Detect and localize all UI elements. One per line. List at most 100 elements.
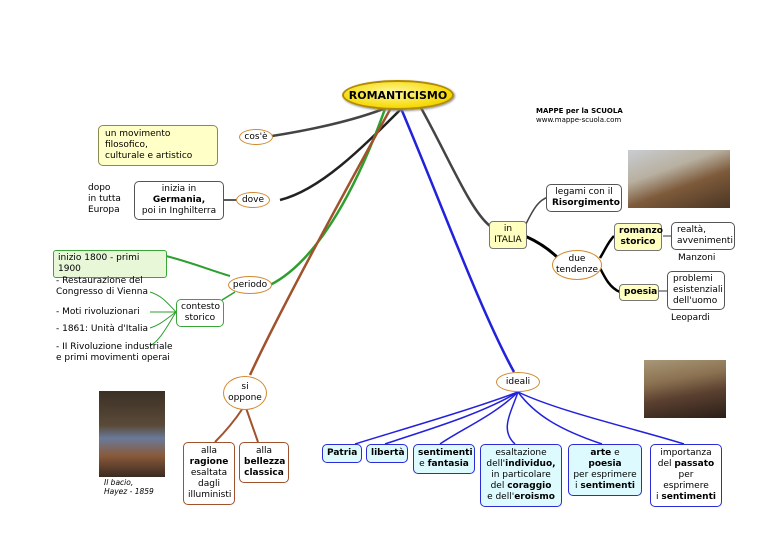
- contesto-box: contesto storico: [176, 299, 224, 327]
- arte-i: i: [575, 481, 578, 491]
- cose-line-2: culturale e artistico: [105, 151, 193, 161]
- passato-line-2: del passato: [655, 459, 717, 470]
- tendenze-line-2: tendenze: [556, 265, 598, 275]
- contesto-line-1: contesto: [181, 302, 220, 312]
- sentimenti-line-1: sentimenti: [418, 448, 473, 458]
- liberty-painting: [644, 360, 726, 418]
- passato-word: passato: [674, 459, 715, 469]
- individuo-line-2: dell'individuo,: [485, 459, 557, 470]
- arte-poesia-box: arte e poesia per esprimere i sentimenti: [568, 444, 642, 496]
- individuo-eroismo: eroismo: [514, 492, 555, 502]
- event-line-6: e primi movimenti operai: [56, 353, 170, 363]
- ragione-line-2: ragione: [189, 457, 229, 467]
- cose-line-1: un movimento filosofico,: [105, 129, 171, 150]
- periodo-label: periodo: [232, 279, 268, 290]
- poesia-node: poesia: [619, 284, 659, 301]
- passato-line-1: importanza: [660, 448, 712, 458]
- romanzo-desc: realtà, avvenimenti: [671, 222, 735, 250]
- dove-box-1: inizia in: [161, 184, 197, 194]
- legami-box: legami con il Risorgimento: [546, 184, 622, 212]
- ragione-line-3: esaltata: [190, 468, 228, 478]
- liberta-box: libertà: [366, 444, 408, 463]
- romanzo-desc-1: realtà,: [677, 225, 706, 235]
- individuo-line-4: del coraggio: [485, 481, 557, 492]
- legami-line-1: legami con il: [555, 187, 613, 197]
- arte-line-1: arte e poesia: [573, 448, 637, 470]
- romanzo-desc-2: avvenimenti: [677, 236, 733, 246]
- passato-line-3: per esprimere: [663, 470, 709, 491]
- dove-side-2: in tutta: [88, 194, 121, 204]
- bellezza-box: alla bellezza classica: [239, 442, 289, 483]
- individuo-word: individuo,: [505, 459, 556, 469]
- event-restaurazione: - Restaurazione del Congresso di Vienna: [56, 276, 148, 298]
- event-line-1: - Restaurazione del: [56, 276, 143, 286]
- bacio-caption-2: Hayez - 1859: [104, 487, 154, 496]
- arte-line-3: i sentimenti: [573, 481, 637, 492]
- cose-box: un movimento filosofico, culturale e art…: [98, 125, 218, 166]
- cose-node: cos'è: [239, 129, 273, 145]
- poesia-desc: problemi esistenziali dell'uomo: [667, 271, 725, 310]
- passato-line-4: i sentimenti: [655, 492, 717, 503]
- italia-line-1: in: [503, 224, 513, 234]
- arte-line-2: per esprimere: [573, 470, 637, 480]
- passato-i: i: [656, 492, 659, 502]
- ideali-node: ideali: [496, 372, 540, 392]
- dove-side-text: dopo in tutta Europa: [88, 183, 121, 216]
- individuo-line-3: in particolare: [491, 470, 551, 480]
- arte-e: e: [614, 448, 620, 458]
- sentimenti-line-2: e fantasia: [418, 459, 470, 470]
- passato-sentimenti: sentimenti: [661, 492, 716, 502]
- passato-box: importanza del passato per esprimere i s…: [650, 444, 722, 507]
- event-rivoluzione: - II Rivoluzione industriale e primi mov…: [56, 342, 173, 364]
- credit: MAPPE per la SCUOLA www.mappe-scuola.com: [536, 107, 623, 125]
- bacio-caption: Il bacio, Hayez - 1859: [104, 478, 154, 496]
- sentimenti-fantasia: fantasia: [427, 459, 469, 469]
- individuo-del: del: [490, 481, 505, 491]
- event-line-2: Congresso di Vienna: [56, 287, 148, 297]
- tendenze-node: due tendenze: [552, 250, 602, 280]
- bacio-caption-1: Il bacio,: [104, 478, 134, 487]
- ragione-line-1: alla: [200, 446, 218, 456]
- italia-line-2: ITALIA: [494, 235, 522, 245]
- sentimenti-box: sentimenti e fantasia: [413, 444, 475, 474]
- dove-side-3: Europa: [88, 205, 120, 215]
- poesia-desc-3: dell'uomo: [673, 296, 718, 306]
- dove-side-1: dopo: [88, 183, 111, 193]
- periodo-node: periodo: [228, 276, 272, 294]
- event-line-5: - II Rivoluzione industriale: [56, 342, 173, 352]
- dove-box-2: Germania,: [152, 195, 206, 205]
- romanzo-line-1: romanzo: [619, 226, 663, 236]
- individuo-e-dell: e dell': [487, 492, 515, 502]
- credit-url: www.mappe-scuola.com: [536, 116, 622, 124]
- dove-box-3: poi in Inghilterra: [141, 206, 217, 216]
- arte-poesia: poesia: [588, 459, 622, 469]
- ragione-line-5: illuministi: [188, 490, 232, 500]
- risorgimento-painting: [628, 150, 730, 208]
- individuo-coraggio: coraggio: [507, 481, 552, 491]
- legami-line-2: Risorgimento: [552, 198, 620, 208]
- individuo-line-1: esaltazione: [495, 448, 547, 458]
- sentimenti-e: e: [419, 459, 425, 469]
- si-oppone-line-2: oppone: [228, 393, 262, 403]
- si-oppone-line-1: si: [241, 382, 249, 392]
- bellezza-line-2: bellezza: [244, 457, 286, 467]
- individuo-line-5: e dell'eroismo: [485, 492, 557, 503]
- bellezza-line-3: classica: [244, 468, 284, 478]
- event-moti: - Moti rivoluzionari: [56, 307, 140, 317]
- central-topic: ROMANTICISMO: [342, 80, 454, 110]
- contesto-line-2: storico: [184, 313, 216, 323]
- bellezza-line-1: alla: [255, 446, 273, 456]
- passato-del: del: [657, 459, 672, 469]
- arte-word: arte: [590, 448, 612, 458]
- manzoni-label: Manzoni: [678, 253, 716, 263]
- individuo-box: esaltazione dell'individuo, in particola…: [480, 444, 562, 507]
- tendenze-line-1: due: [568, 254, 586, 264]
- event-unita: - 1861: Unità d'Italia: [56, 324, 149, 334]
- ragione-box: alla ragione esaltata dagli illuministi: [183, 442, 235, 505]
- individuo-dell: dell': [486, 459, 506, 469]
- il-bacio-painting: [99, 391, 165, 477]
- arte-sentimenti: sentimenti: [580, 481, 635, 491]
- dove-box: inizia in Germania, poi in Inghilterra: [134, 181, 224, 220]
- italia-node: in ITALIA: [489, 221, 527, 249]
